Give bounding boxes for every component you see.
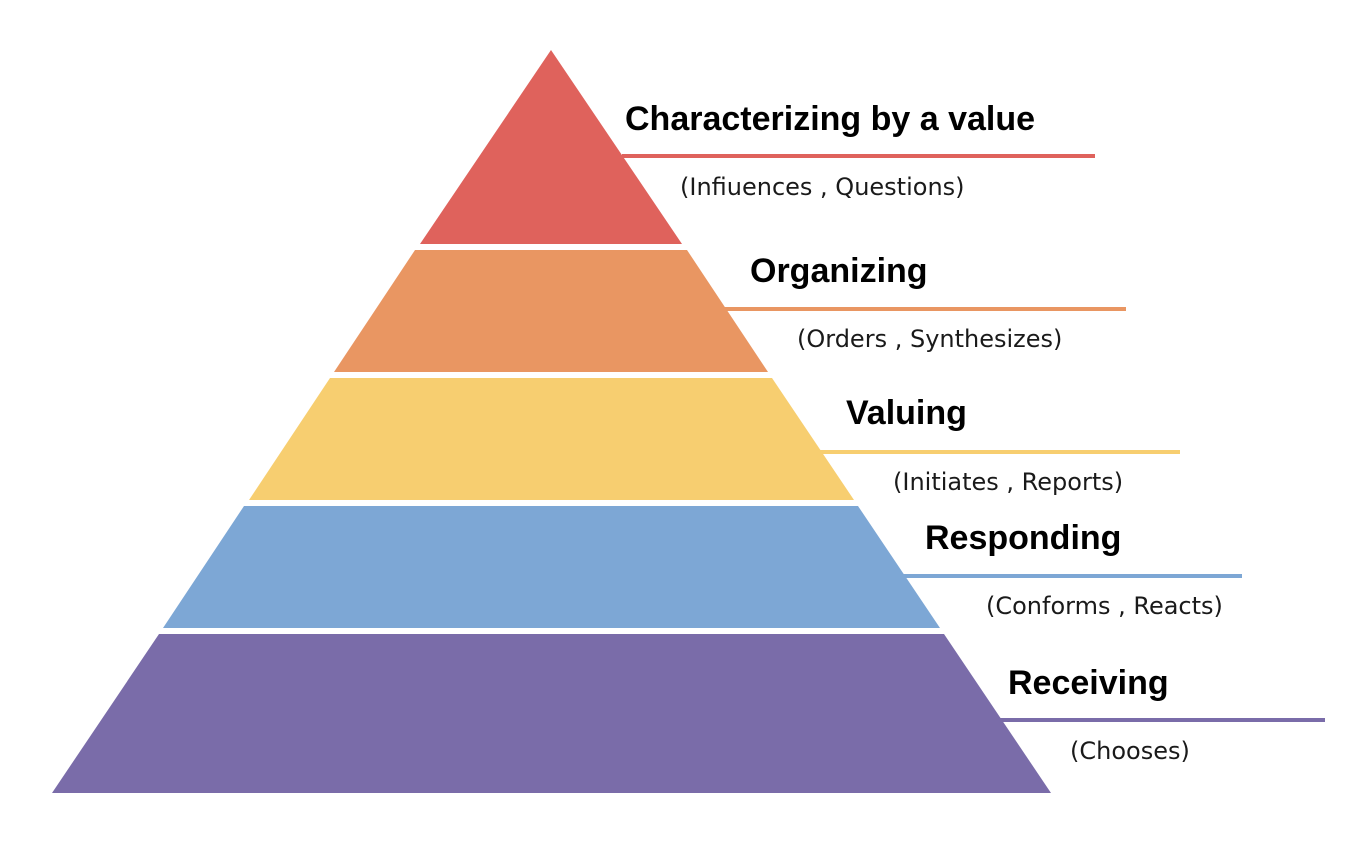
tier-receiving: Receiving (Chooses) [52,634,1325,793]
tier-characterizing: Characterizing by a value (Infiuences , … [420,50,1095,244]
tier-receiving-title: Receiving [1008,664,1169,702]
tier-responding-title: Responding [925,519,1121,557]
tier-responding-subtitle: (Conforms , Reacts) [986,592,1223,620]
tier-valuing-band [249,378,854,500]
tier-receiving-band [52,634,1051,793]
tier-characterizing-subtitle: (Infiuences , Questions) [680,173,965,201]
tier-receiving-subtitle: (Chooses) [1070,737,1190,765]
tier-responding-band [163,506,940,628]
tier-organizing-subtitle: (Orders , Synthesizes) [797,325,1062,353]
tier-responding: Responding (Conforms , Reacts) [163,506,1242,628]
tier-valuing-subtitle: (Initiates , Reports) [893,468,1123,496]
tier-organizing-title: Organizing [750,252,928,290]
tier-characterizing-title: Characterizing by a value [625,100,1035,138]
tier-organizing-band [334,250,768,372]
tier-characterizing-band [420,50,682,244]
tier-valuing: Valuing (Initiates , Reports) [249,378,1180,500]
tier-organizing: Organizing (Orders , Synthesizes) [334,250,1126,372]
tier-valuing-title: Valuing [846,394,967,432]
